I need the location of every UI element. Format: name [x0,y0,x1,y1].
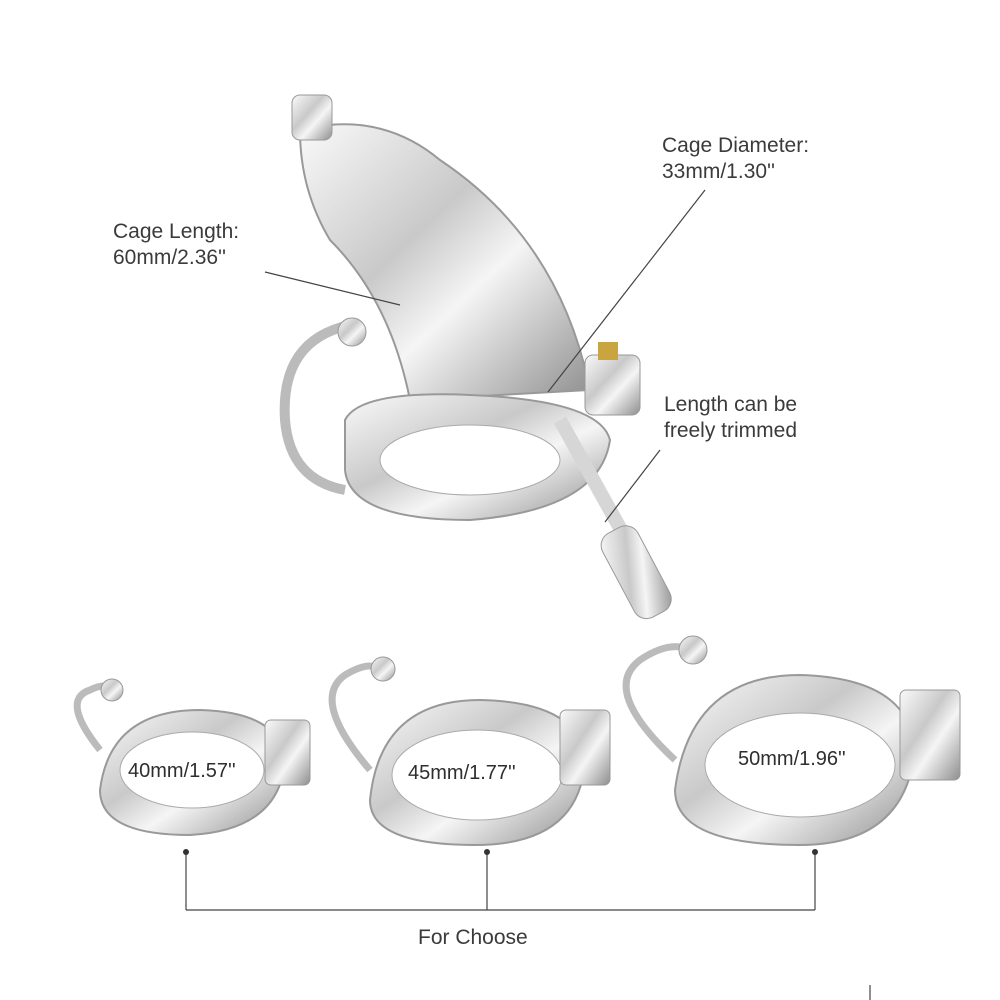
ring-size-45: 45mm/1.77'' [408,762,516,784]
cage-length-annotation: Cage Length: 60mm/2.36'' [113,219,239,271]
cage-diameter-annotation: Cage Diameter: 33mm/1.30'' [662,133,809,185]
leader-lines [185,189,871,1000]
marker-dots [183,849,818,855]
ring-50 [622,635,961,847]
cage-length-value: 60mm/2.36'' [113,246,227,269]
ring-size-50: 50mm/1.96'' [738,748,846,770]
cage-diameter-value: 33mm/1.30'' [662,160,776,183]
trim-line-2: freely trimmed [664,419,798,442]
cage-diameter-title: Cage Diameter: [662,134,810,157]
for-choose-label: For Choose [418,926,528,949]
cage-length-title: Cage Length: [113,220,240,243]
trim-annotation: Length can be freely trimmed [664,392,797,444]
chastity-cage-main [279,94,672,620]
ring-size-40: 40mm/1.57'' [128,760,236,782]
trim-line-1: Length can be [664,393,798,416]
ring-40 [73,678,311,837]
ring-45 [328,656,611,847]
